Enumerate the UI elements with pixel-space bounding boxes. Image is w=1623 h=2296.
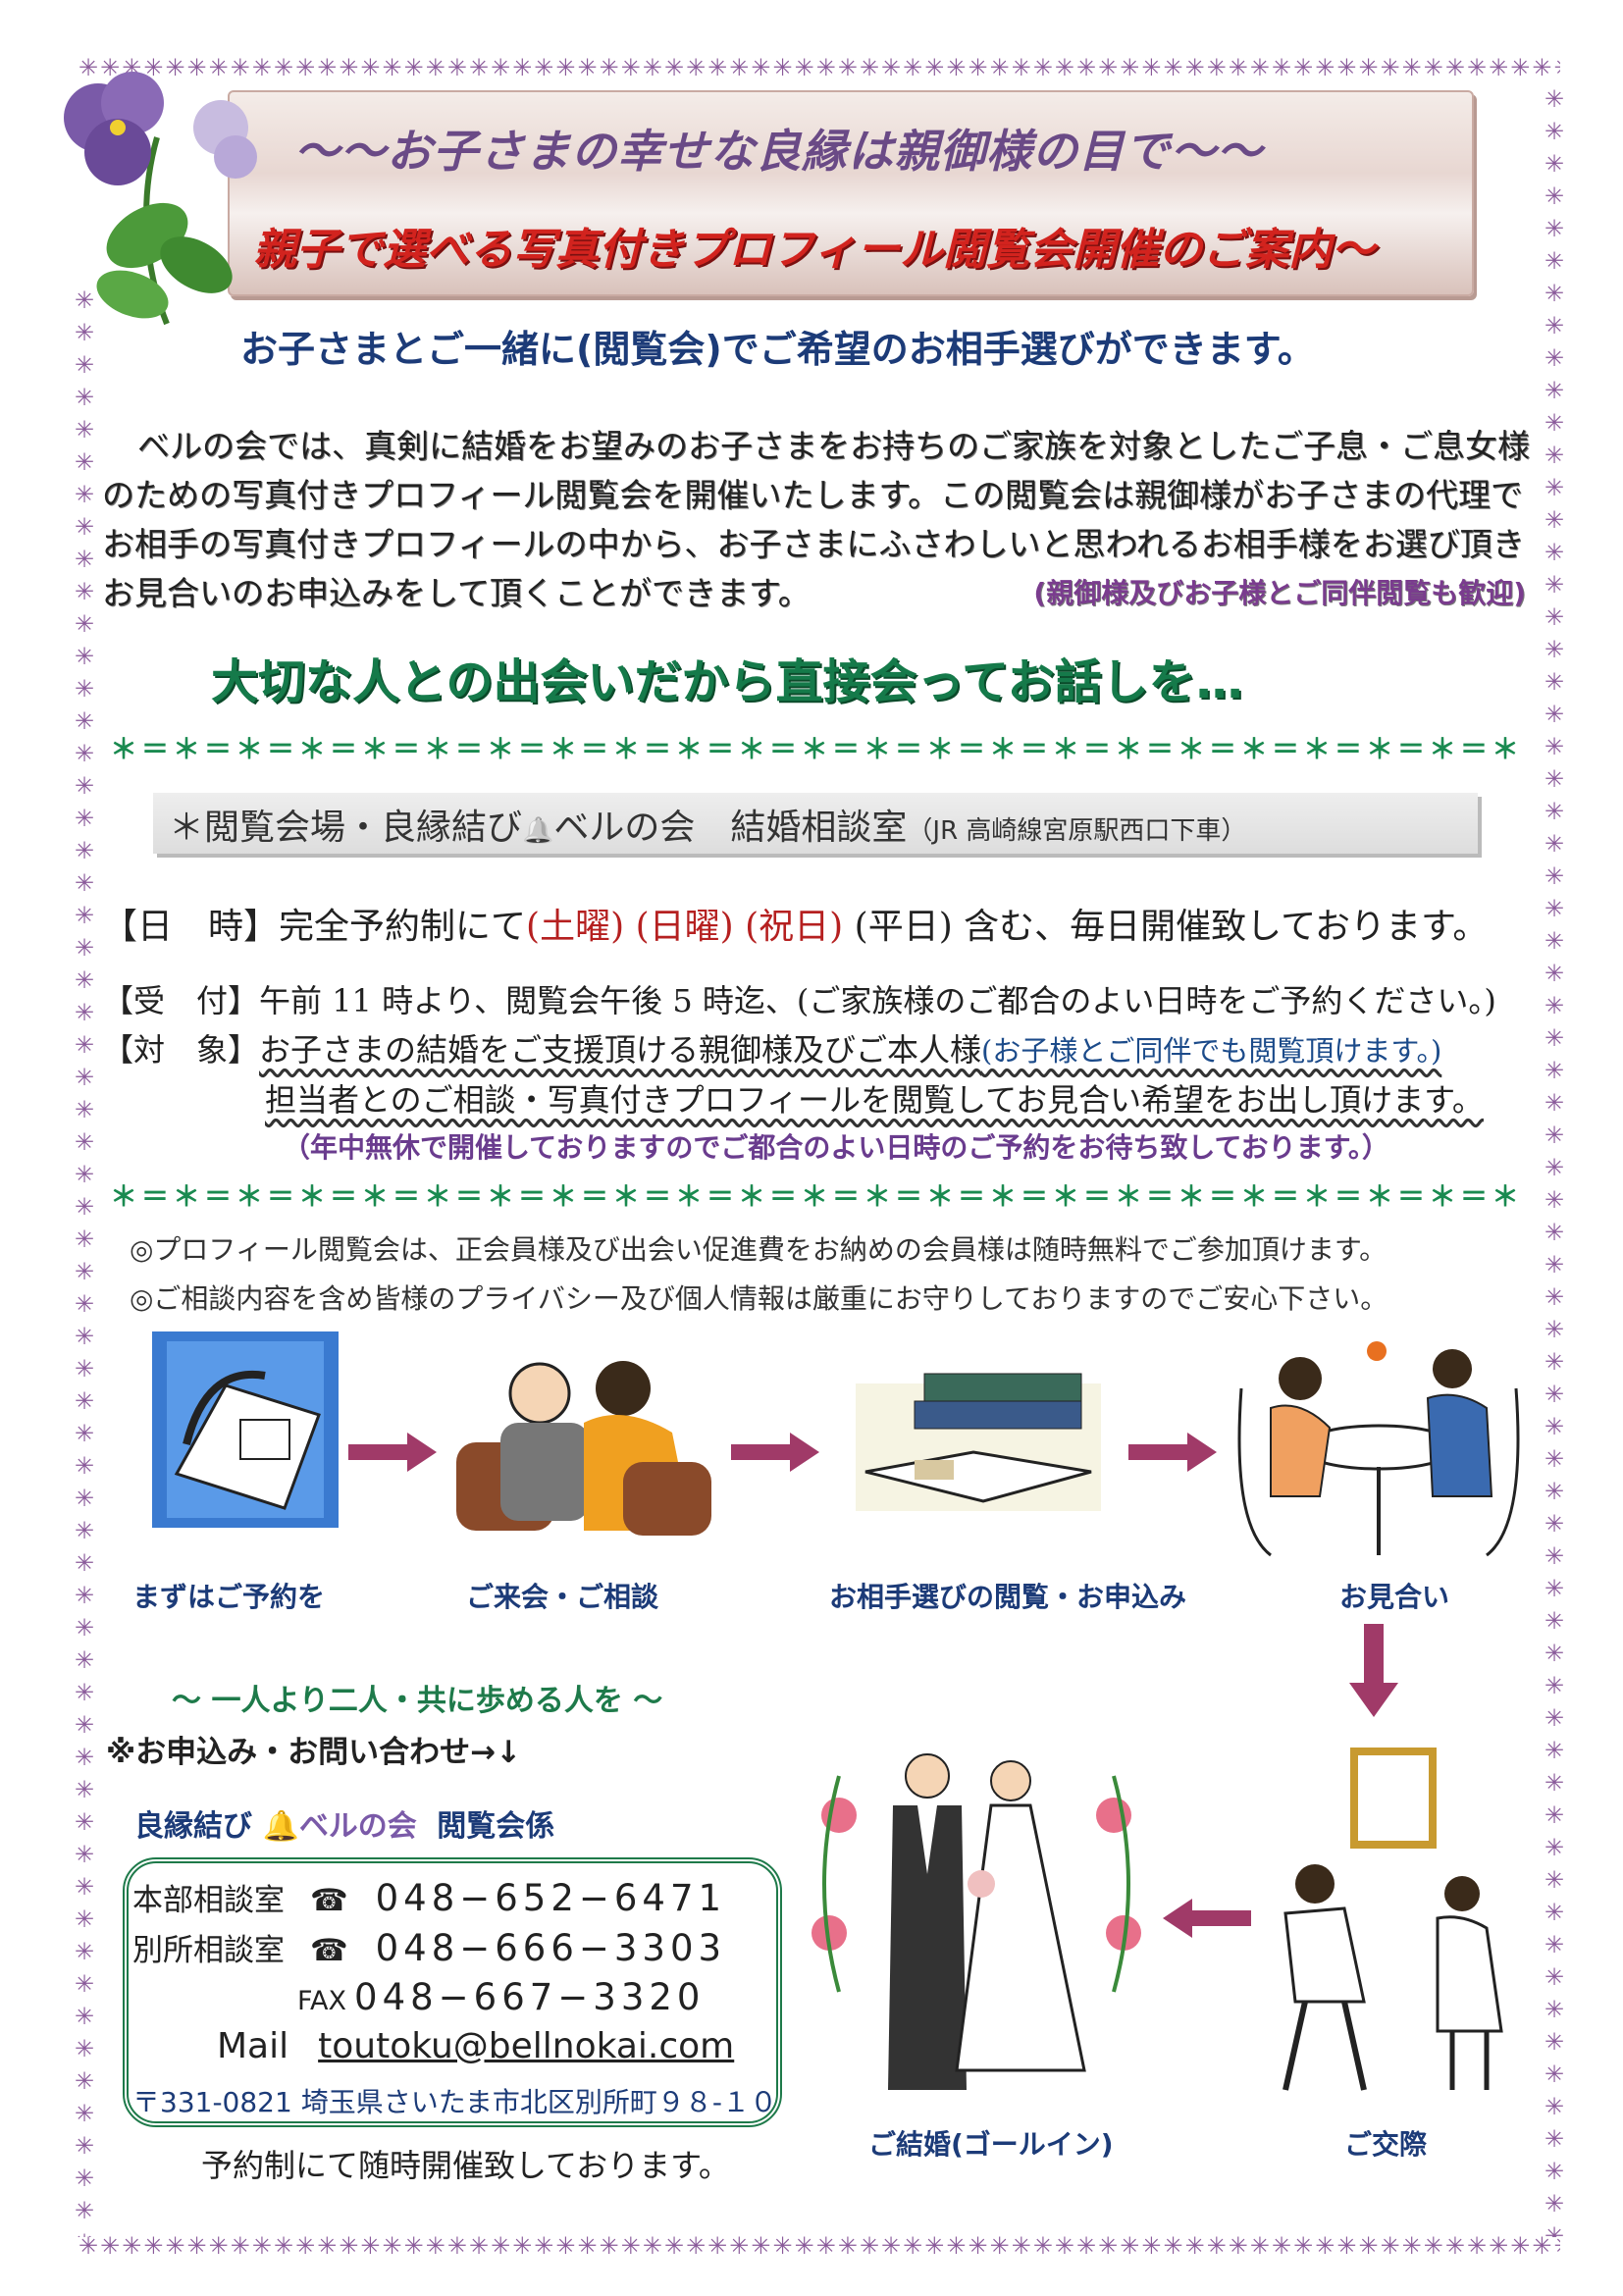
contact-box: 本部相談室 ☎ 048−652−6471 別所相談室 ☎ 048−666−3303 FA… xyxy=(123,1857,782,2127)
arrow-right-icon xyxy=(348,1433,437,1472)
mail-link[interactable]: toutoku@bellnokai.com xyxy=(318,2026,735,2066)
step-visit-label: ご来会・ご相談 xyxy=(466,1581,659,1613)
date-row: 【日 時】完全予約制にて(土曜) (日曜) (祝日) (平日) 含む、毎日開催致… xyxy=(102,898,1488,949)
venue-access: （JR 高崎線宮原駅西口下車） xyxy=(907,816,1247,846)
dating-couple-illustration xyxy=(1283,1748,1503,2091)
step-wedding-label: ご結婚(ゴールイン) xyxy=(868,2128,1114,2161)
target-note: (お子様とご同伴でも閲覧頂けます。) xyxy=(981,1034,1442,1068)
date-label: 【日 時】 xyxy=(102,907,280,947)
phone-number[interactable]: 048−666−3303 xyxy=(375,1927,727,1969)
dept-name: ベルの会 xyxy=(298,1809,417,1844)
venue-label: ＊閲覧会場・良縁結び xyxy=(169,808,523,848)
phone-icon: ☎ xyxy=(310,1883,348,1918)
divider: ＊＝＊＝＊＝＊＝＊＝＊＝＊＝＊＝＊＝＊＝＊＝＊＝＊＝＊＝＊＝＊＝＊＝＊＝＊＝＊＝… xyxy=(110,1180,1523,1213)
step-selection-label: お相手選びの閲覧・お申込み xyxy=(829,1581,1187,1613)
arrow-right-icon xyxy=(731,1433,819,1472)
arrow-left-icon xyxy=(1163,1899,1251,1938)
intro-line: のための写真付きプロフィール閲覧会を開催いたします。この閲覧会は親御様がお子さま… xyxy=(102,476,1524,514)
reception-row: 【受 付】午前 11 時より、閲覧会午後 5 時迄、(ご家族様のご都合のよい日時… xyxy=(102,976,1496,1021)
wedding-couple-illustration xyxy=(812,1753,1141,2090)
catch-copy: 大切な人との出会いだから直接会ってお話しを… xyxy=(211,654,1243,709)
target-text: お子さまの結婚をご支援頂ける親御様及びご本人様 xyxy=(259,1031,982,1069)
date-weekend: (土曜) (日曜) (祝日) xyxy=(526,907,844,947)
inquiry-heading: ※お申込み・お問い合わせ→↓ xyxy=(106,1735,522,1770)
pansy-flower-icon xyxy=(64,72,257,326)
mail-label: Mail xyxy=(217,2026,289,2066)
venue-name: ベルの会 結婚相談室 xyxy=(553,808,908,848)
contact-row-mail: Mail toutoku@bellnokai.com xyxy=(217,2026,734,2066)
venue-box: ＊閲覧会場・良縁結び🔔ベルの会 結婚相談室（JR 高崎線宮原駅西口下車） xyxy=(153,793,1478,854)
contact-row-bessho: 別所相談室 ☎ 048−666−3303 xyxy=(132,1925,726,1969)
title-banner xyxy=(228,90,1474,296)
intro-paragraph: ベルの会では、真剣に結婚をお望みのお子さまをお持ちのご家族を対象としたご子息・ご… xyxy=(102,422,1540,618)
phone-number[interactable]: 048−652−6471 xyxy=(375,1877,727,1919)
date-text-post: (平日) 含む、毎日開催致しております。 xyxy=(843,907,1489,947)
target-row: 【対 象】お子さまの結婚をご支援頂ける親御様及びご本人様(お子様とご同伴でも閲覧… xyxy=(102,1025,1441,1070)
open-note: （年中無休で開催しておりますのでご都合のよい日時のご予約をお待ち致しております。… xyxy=(283,1131,1389,1164)
step-reservation-label: まずはご予約を xyxy=(132,1581,326,1613)
omiai-illustration xyxy=(1237,1341,1520,1557)
target-line2: 担当者とのご相談・写真付きプロフィールを閲覧してお見合い希望をお出し頂けます。 xyxy=(265,1081,1484,1119)
reception-label: 【受 付】 xyxy=(102,982,260,1019)
intro-line: お相手の写真付きプロフィールの中から、お子さまにふさわしいと思われるお相手様をお… xyxy=(102,525,1525,563)
office-label: 別所相談室 xyxy=(132,1933,285,1968)
intro-line: お見合いのお申込みをして頂くことができます。 xyxy=(102,574,811,612)
slogan: ～ 一人より二人・共に歩める人を ～ xyxy=(172,1684,663,1718)
note-free: ◎プロフィール閲覧会は、正会員様及び出会い促進費をお納めの会員様は随時無料でご参… xyxy=(130,1233,1387,1266)
bell-icon: 🔔 xyxy=(262,1809,299,1844)
step-dating-label: ご交際 xyxy=(1344,2128,1428,2161)
office-label: 本部相談室 xyxy=(132,1883,285,1918)
border-right: ✳✳✳✳✳✳✳✳✳✳✳✳✳✳✳✳✳✳✳✳✳✳✳✳✳✳✳✳✳✳✳✳✳✳✳✳✳✳✳✳… xyxy=(1544,85,1565,2237)
fax-label: FAX xyxy=(297,1986,347,2016)
border-bottom: ✳✳✳✳✳✳✳✳✳✳✳✳✳✳✳✳✳✳✳✳✳✳✳✳✳✳✳✳✳✳✳✳✳✳✳✳✳✳✳✳… xyxy=(79,2232,1560,2260)
profile-books-illustration xyxy=(856,1373,1101,1511)
footer-note: 予約制にて随時開催致しております。 xyxy=(201,2147,730,2184)
address: 〒331-0821 埼玉県さいたま市北区別所町９８-１０ xyxy=(132,2086,777,2118)
intro-line: ベルの会では、真剣に結婚をお望みのお子さまをお持ちのご家族を対象としたご子息・ご… xyxy=(137,427,1530,465)
fax-number: 048−667−3320 xyxy=(354,1976,706,2018)
divider: ＊＝＊＝＊＝＊＝＊＝＊＝＊＝＊＝＊＝＊＝＊＝＊＝＊＝＊＝＊＝＊＝＊＝＊＝＊＝＊＝… xyxy=(110,733,1523,765)
title-main: ～～お子さまの幸せな良縁は親御様の目で～～ xyxy=(294,125,1263,178)
subtitle: お子さまとご一緒に(閲覧会)でご希望のお相手選びができます。 xyxy=(240,328,1315,371)
contact-dept: 良縁結び 🔔ベルの会 閲覧会係 xyxy=(134,1801,554,1845)
step-omiai-label: お見合い xyxy=(1339,1581,1450,1613)
arrow-down-icon xyxy=(1349,1624,1398,1717)
bell-icon: 🔔 xyxy=(522,816,554,846)
border-left: ✳✳✳✳✳✳✳✳✳✳✳✳✳✳✳✳✳✳✳✳✳✳✳✳✳✳✳✳✳✳✳✳✳✳✳✳✳✳✳✳… xyxy=(74,287,95,2237)
consultation-illustration xyxy=(456,1361,711,1536)
intro-note: (親御様及びお子様とご同伴閲覧も歓迎) xyxy=(1033,577,1526,609)
target-label: 【対 象】 xyxy=(102,1031,260,1069)
phone-icon: ☎ xyxy=(310,1933,348,1968)
contact-row-honbu: 本部相談室 ☎ 048−652−6471 xyxy=(132,1875,726,1919)
arrow-right-icon xyxy=(1128,1433,1217,1472)
dept-post: 閲覧会係 xyxy=(437,1809,555,1844)
dept-prefix: 良縁結び xyxy=(134,1809,252,1844)
date-text: 完全予約制にて xyxy=(279,907,527,947)
telephone-illustration xyxy=(152,1331,339,1528)
note-privacy: ◎ご相談内容を含め皆様のプライバシー及び個人情報は厳重にお守りしておりますのでご… xyxy=(130,1282,1388,1315)
reception-text: 午前 11 時より、閲覧会午後 5 時迄、(ご家族様のご都合のよい日時をご予約く… xyxy=(259,982,1496,1019)
border-top: ✳✳✳✳✳✳✳✳✳✳✳✳✳✳✳✳✳✳✳✳✳✳✳✳✳✳✳✳✳✳✳✳✳✳✳✳✳✳✳✳… xyxy=(79,54,1560,81)
title-event: 親子で選べる写真付きプロフィール閲覧会開催のご案内～ xyxy=(253,225,1376,275)
